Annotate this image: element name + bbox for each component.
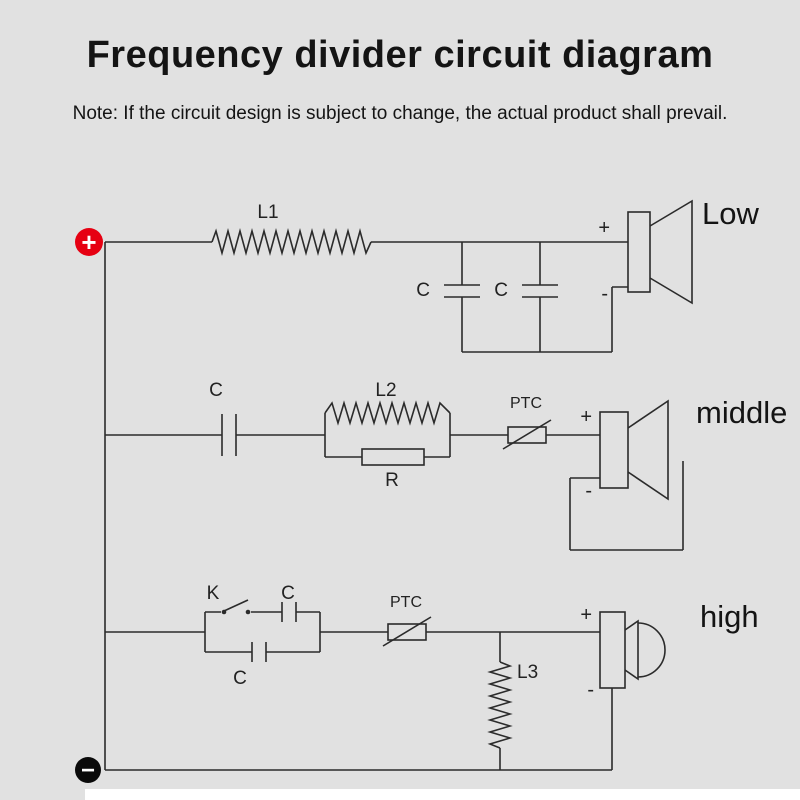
inductor-l2: L2: [324, 380, 451, 426]
high-label: high: [700, 599, 759, 634]
ptc-mid: PTC: [502, 395, 552, 450]
mid-branch-wires: [105, 413, 684, 551]
middle-label: middle: [696, 395, 787, 430]
middle-cone: [627, 399, 669, 501]
k-label: K: [207, 583, 220, 604]
high-dome: [637, 622, 666, 678]
bottom-white-strip: [85, 789, 800, 800]
middle-minus-label: -: [585, 480, 592, 502]
negative-terminal: −: [75, 757, 101, 784]
switch-arm: [223, 599, 249, 612]
cap-mid-label: C: [209, 380, 223, 401]
high-driver: [599, 611, 626, 689]
low-cone: [649, 199, 693, 305]
cap-high-top-label: C: [281, 583, 295, 604]
l2-coil: [324, 400, 451, 426]
ptc-high-stroke: [382, 616, 432, 647]
negative-terminal-symbol: −: [81, 757, 95, 784]
page-title: Frequency divider circuit diagram: [86, 34, 714, 76]
speaker-middle: + - middle: [580, 395, 787, 502]
inductor-l3: L3: [487, 661, 538, 749]
main-bus-wires: [104, 241, 628, 771]
resistor-r: R: [361, 448, 425, 491]
switch-k: K: [207, 583, 251, 615]
r-label: R: [385, 470, 399, 491]
cap-top-left-label: C: [416, 280, 430, 301]
positive-terminal-symbol: +: [81, 227, 96, 257]
l3-coil: [487, 661, 513, 749]
positive-terminal: +: [75, 227, 103, 257]
switch-contact-right: [245, 609, 251, 615]
positive-terminal-circle: [75, 228, 103, 256]
note-text: Note: If the circuit design is subject t…: [72, 103, 728, 124]
high-minus-label: -: [587, 679, 594, 701]
speaker-high: + - high: [580, 599, 758, 701]
negative-terminal-circle: [75, 757, 101, 783]
inductor-l1: L1: [211, 202, 372, 257]
cap-high-bottom-label: C: [233, 668, 247, 689]
wires: [104, 241, 684, 771]
middle-plus-label: +: [580, 406, 592, 428]
low-minus-label: -: [601, 283, 608, 305]
low-driver: [627, 211, 651, 293]
ptc-mid-stroke: [502, 419, 552, 450]
l3-label: L3: [517, 662, 538, 683]
ptc-high-label: PTC: [390, 594, 422, 611]
l1-coil: [211, 227, 372, 257]
low-plus-label: +: [598, 217, 610, 239]
low-branch-wires: [444, 242, 628, 353]
ptc-mid-body: [507, 426, 547, 444]
cap-top-right-label: C: [494, 280, 508, 301]
ptc-high-body: [387, 623, 427, 641]
speaker-low: + - Low: [598, 196, 759, 305]
middle-driver: [599, 411, 629, 489]
high-horn: [624, 619, 639, 681]
high-plus-label: +: [580, 604, 592, 626]
r-body: [361, 448, 425, 466]
l2-label: L2: [375, 380, 396, 401]
low-label: Low: [702, 196, 759, 231]
ptc-high: PTC: [382, 594, 432, 647]
ptc-mid-label: PTC: [510, 395, 542, 412]
high-branch-wires: [105, 602, 613, 770]
l1-label: L1: [257, 202, 278, 223]
